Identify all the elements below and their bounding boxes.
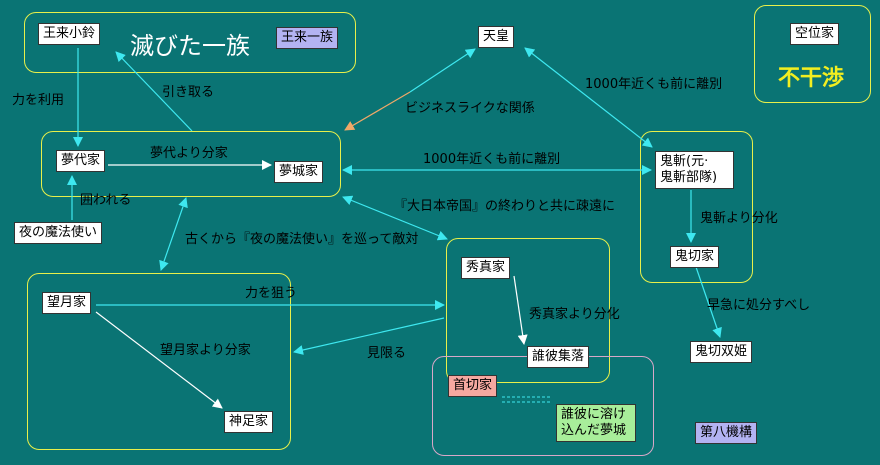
arrow-business-to-tennou — [409, 48, 476, 93]
label-kizan-bunka: 鬼斬より分化 — [700, 211, 778, 226]
node-mujou-ke[interactable]: 夢城家 — [274, 161, 324, 183]
node-kizan[interactable]: 鬼斬(元· 鬼斬部隊) — [655, 151, 734, 189]
node-ourai-kosuzu[interactable]: 王来小鈴 — [38, 23, 101, 45]
node-kizan-line1: 鬼斬(元· — [660, 154, 709, 169]
node-tarehi-mujou-line1: 誰彼に溶け — [561, 407, 627, 422]
node-kanzoku-ke[interactable]: 神足家 — [224, 411, 274, 433]
node-mochizuki-ke[interactable]: 望月家 — [42, 292, 92, 314]
node-tarehi-mujou-line2: 込んだ夢城 — [561, 423, 627, 438]
label-mochizuki-bunke: 望月家より分家 — [160, 343, 251, 358]
label-rihetsu-mid: 1000年近くも前に離別 — [423, 152, 561, 167]
node-dai8-kikou[interactable]: 第八機構 — [695, 422, 758, 444]
label-kakowareru: 囲われる — [80, 193, 132, 208]
label-hidema-bunka: 秀真家より分化 — [529, 307, 620, 322]
label-business: ビジネスライクな関係 — [405, 101, 535, 116]
node-tennou[interactable]: 天皇 — [478, 26, 515, 48]
arrow-dainippon — [342, 195, 448, 241]
arrow-furuku — [159, 197, 188, 271]
non-interference-title: 不干渉 — [778, 66, 845, 91]
node-tarehi-shuuraku[interactable]: 誰彼集落 — [527, 346, 590, 368]
label-furuku: 古くから『夜の魔法使い』を巡って敵対 — [185, 232, 419, 247]
label-chikara-riyou: 力を利用 — [12, 93, 65, 108]
node-kikiri-ke[interactable]: 鬼切家 — [670, 246, 720, 268]
node-kuui-ke[interactable]: 空位家 — [790, 23, 840, 45]
arrow-hidema-bunka — [513, 275, 528, 345]
label-dainippon: 『大日本帝国』の終わりと共に疎遠に — [394, 199, 616, 214]
arrow-business-to-mujou — [344, 91, 411, 131]
node-kubikiri-ke[interactable]: 首切家 — [448, 375, 498, 397]
label-hikitoru: 引き取る — [162, 85, 215, 100]
mochizuki-group — [27, 273, 291, 450]
node-ourai-ichizoku[interactable]: 王来一族 — [276, 27, 339, 49]
label-sokyuu: 早急に処分すべし — [707, 298, 811, 313]
node-yoru-mahoutsukai[interactable]: 夜の魔法使い — [14, 222, 103, 244]
extinct-clan-title: 滅びた一族 — [130, 32, 250, 60]
hidema-group — [446, 238, 610, 383]
arrow-hikitoru — [115, 51, 193, 132]
arrow-tennou-kizan — [524, 47, 653, 148]
node-tarehi-mujou[interactable]: 誰彼に溶け 込んだ夢城 — [556, 404, 636, 442]
node-hidema-ke[interactable]: 秀真家 — [461, 257, 511, 279]
label-rihetsu-top: 1000年近くも前に離別 — [585, 77, 723, 92]
node-kikiri-souki[interactable]: 鬼切双姫 — [690, 341, 753, 363]
arrow-mochizuki-bunke — [95, 311, 223, 409]
arrow-mikagiru — [293, 317, 445, 355]
node-mudai-ke[interactable]: 夢代家 — [56, 150, 106, 172]
label-mikagiru: 見限る — [367, 346, 407, 361]
label-mudai-bunke: 夢代より分家 — [150, 146, 228, 161]
kizan-group — [640, 131, 753, 283]
label-chikara-nerau: 力を狙う — [245, 286, 298, 301]
mudai-group — [41, 131, 341, 197]
vacant-house-group — [754, 5, 871, 103]
node-kizan-line2: 鬼斬部隊) — [660, 170, 718, 185]
extinct-clan-group — [24, 12, 356, 73]
arrow-sokyuu — [695, 266, 722, 338]
